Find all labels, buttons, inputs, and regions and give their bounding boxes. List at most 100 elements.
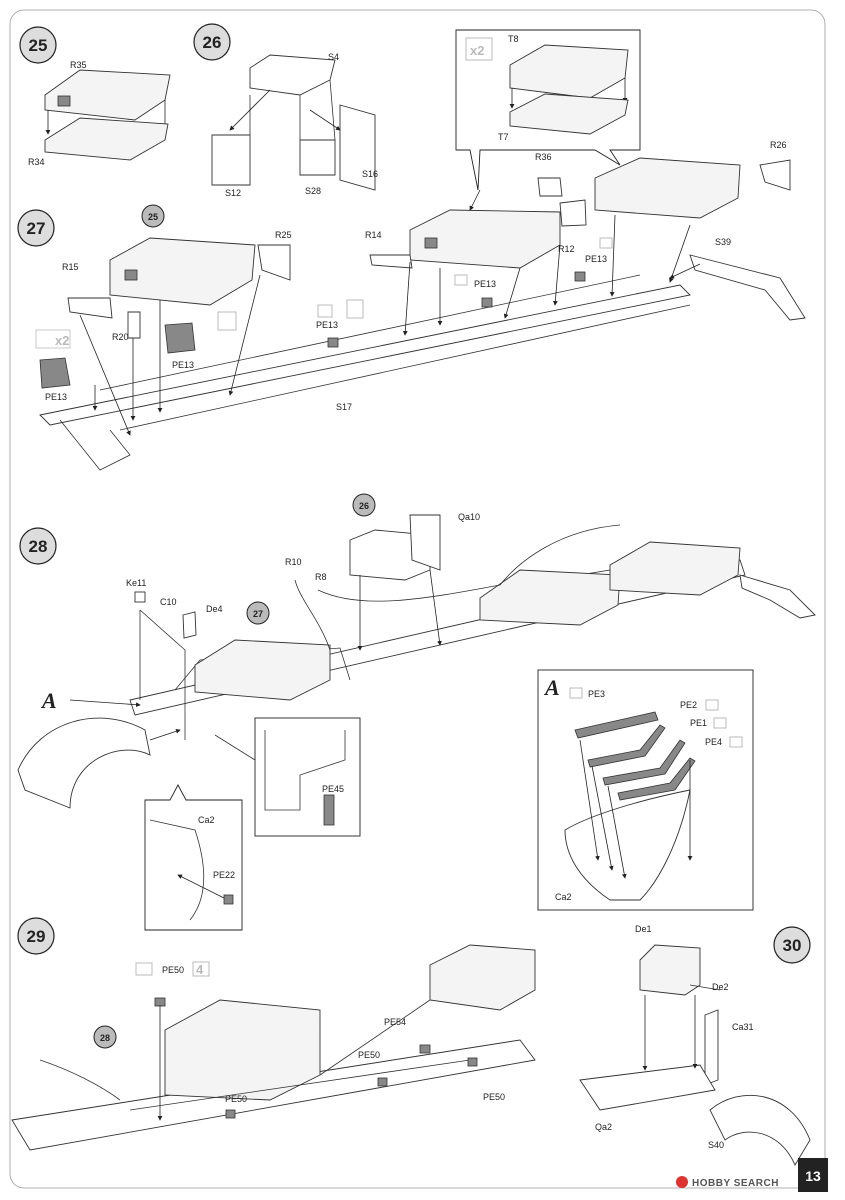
- arrow: [177, 874, 225, 899]
- detail-PE45-shape: [264, 730, 346, 811]
- rail-C10: [139, 609, 186, 740]
- callout-A-label: A: [40, 688, 57, 713]
- pe13-right2-part: [574, 271, 586, 282]
- step-28-number: 28: [29, 537, 48, 556]
- hose-R10: [294, 579, 331, 651]
- label-R15: R15: [62, 262, 79, 272]
- chassis-bracket: [59, 419, 131, 471]
- pipe-run: [129, 1059, 471, 1111]
- tank-handle: [57, 95, 71, 107]
- pe45-part: [323, 794, 335, 826]
- multiplier-x2: x2: [470, 43, 484, 58]
- left-fuel-tank: [109, 237, 256, 306]
- label-R25: R25: [275, 230, 292, 240]
- step-27-callout: x2 T8 T7: [455, 29, 641, 191]
- plate-R14: [369, 254, 413, 269]
- left-tank-handle: [124, 269, 138, 281]
- step-30: 30 De1 De2 Ca31 Qa2 S40: [579, 924, 811, 1166]
- step-26: 26 S4 S12 S28 S16: [193, 23, 378, 198]
- label-Qa10: Qa10: [458, 512, 480, 522]
- step-26-number: 26: [203, 33, 222, 52]
- step-25-badge: [19, 26, 57, 64]
- label-R10: R10: [285, 557, 302, 567]
- bracket-R26: [759, 159, 791, 191]
- sub-assembly-26-badge: [352, 493, 376, 517]
- tank-29: [164, 999, 321, 1101]
- arrow: [69, 699, 141, 708]
- pe54-part: [419, 1044, 431, 1054]
- watermark: HOBBY SEARCH: [676, 1176, 779, 1189]
- pe-icon-PE2: [705, 699, 719, 711]
- sub-assembly-25-badge: [141, 204, 165, 228]
- label-PE13-center: PE13: [316, 320, 338, 330]
- tank-base-R34: [44, 117, 169, 161]
- watermark-logo-icon: [676, 1176, 688, 1188]
- sub-ref-25: 25: [148, 212, 158, 222]
- label-PE2: PE2: [680, 700, 697, 710]
- detail-A-label: A: [543, 675, 560, 700]
- arrow: [228, 274, 261, 396]
- chassis-rails: [99, 274, 691, 431]
- multiplier-box: [465, 37, 493, 61]
- arrow: [149, 728, 181, 741]
- step-25: 25 R35 R34: [19, 26, 171, 167]
- texture-icon: [217, 311, 237, 331]
- tank-right-29: [429, 944, 536, 1011]
- label-PE50-right: PE50: [483, 1092, 505, 1102]
- step-27-badge: [17, 209, 55, 247]
- part-R20: [127, 311, 141, 339]
- label-S12: S12: [225, 188, 241, 198]
- label-Ca31: Ca31: [732, 1022, 754, 1032]
- label-R35: R35: [70, 60, 87, 70]
- step-28: 28 26 27 Qa10 R10 R8 Ke11 C10 De4 A: [17, 493, 816, 931]
- guide-lines: [249, 79, 336, 141]
- pe-icon-r1: [454, 274, 468, 286]
- sub-assembly-27-badge: [246, 601, 270, 625]
- pe50-part-right: [467, 1057, 478, 1067]
- label-De2: De2: [712, 982, 729, 992]
- label-PE22: PE22: [213, 870, 235, 880]
- label-R26: R26: [770, 140, 787, 150]
- arrow: [669, 263, 701, 279]
- label-T7: T7: [498, 132, 509, 142]
- sub-assembly-28-badge: [93, 1025, 117, 1049]
- arrow: [552, 244, 561, 306]
- fender-28: [739, 574, 816, 619]
- jerrycan-De1: [639, 944, 701, 996]
- watermark-text: HOBBY SEARCH: [692, 1178, 779, 1189]
- tank-base-T7: [509, 93, 629, 135]
- arrow: [579, 739, 600, 861]
- strip-PE1: [602, 739, 686, 786]
- pe13-center-part: [327, 337, 339, 348]
- chassis-S17: [39, 284, 691, 426]
- label-S39: S39: [715, 237, 731, 247]
- bracket-R25: [257, 244, 291, 281]
- label-PE45: PE45: [322, 784, 344, 794]
- texture-icon-2: [346, 299, 364, 319]
- box-top-S4: [249, 54, 336, 96]
- right-fuel-tank: [594, 157, 741, 219]
- strip-PE3: [574, 711, 659, 739]
- leader: [214, 734, 256, 761]
- strip-PE2: [587, 724, 666, 768]
- page-number-box: [798, 1158, 828, 1192]
- side-S16: [339, 104, 376, 191]
- fender-S39: [689, 254, 806, 321]
- label-R34: R34: [28, 157, 45, 167]
- bracket-R36: [537, 177, 563, 197]
- part-Ke11: [134, 591, 146, 603]
- label-PE3: PE3: [588, 689, 605, 699]
- multiplier-box-x4: [192, 961, 210, 977]
- label-PE13-mid: PE13: [172, 360, 194, 370]
- label-Ca2: Ca2: [198, 815, 215, 825]
- rack-Ca31: [704, 1009, 719, 1086]
- label-S16: S16: [362, 169, 378, 179]
- tank-right-28: [479, 569, 621, 626]
- label-PE13-right1: PE13: [474, 279, 496, 289]
- arrow: [591, 765, 614, 871]
- panel-S28: [299, 139, 336, 176]
- arrow: [607, 785, 627, 879]
- page-border: [9, 9, 826, 1189]
- step-28-badge: [19, 527, 57, 565]
- pe13-right1-part: [481, 297, 493, 308]
